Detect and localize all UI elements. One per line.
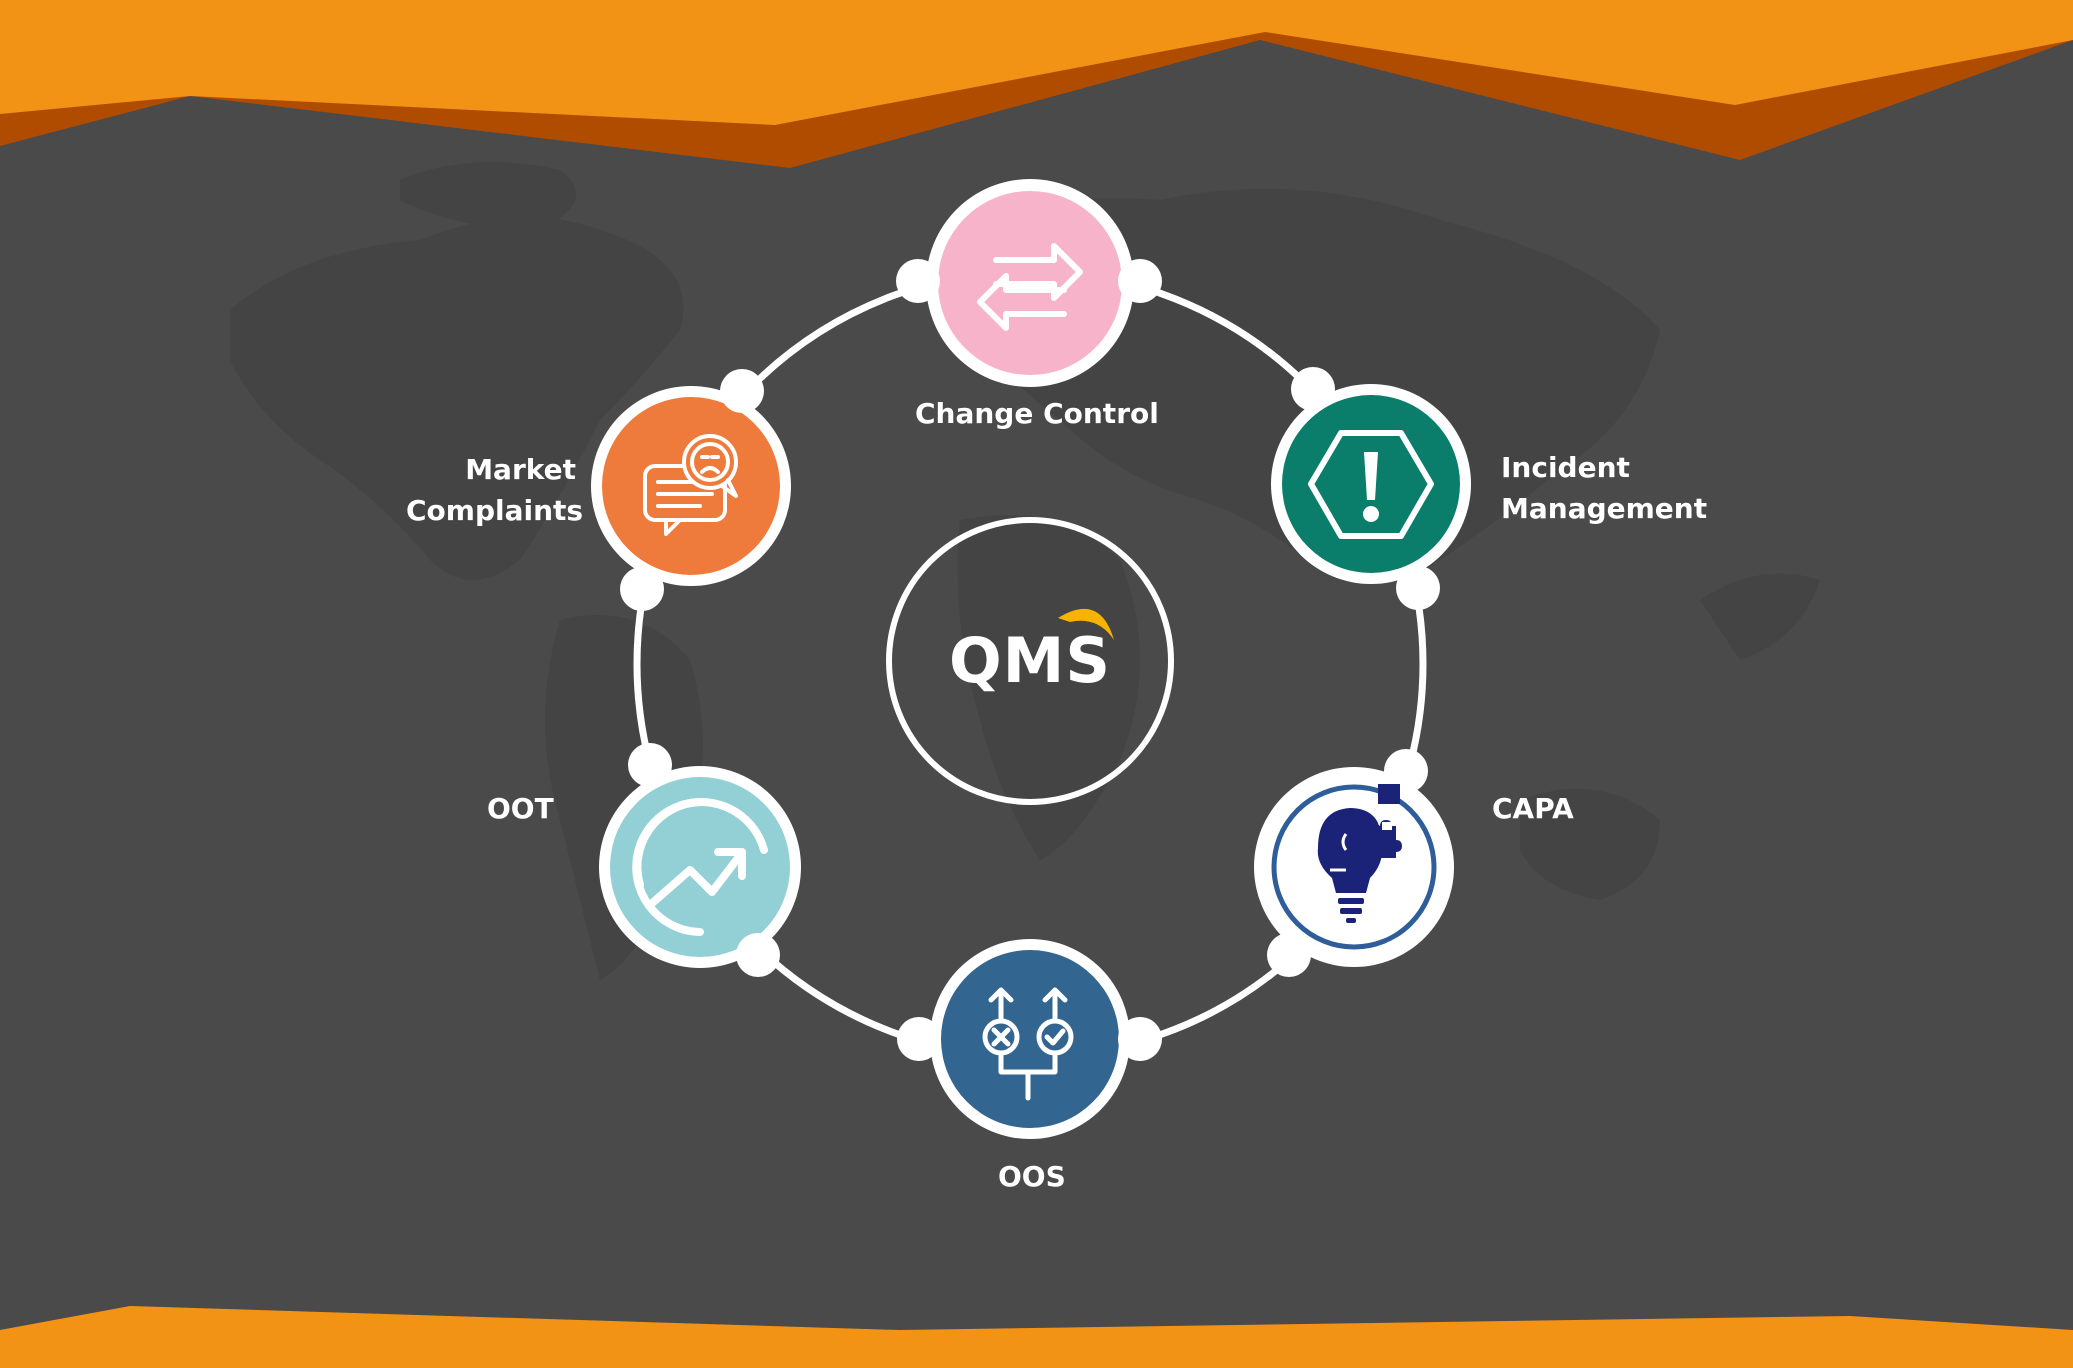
decision-branch-icon — [982, 987, 1074, 1101]
label-market-complaints: Market Complaints — [406, 449, 584, 531]
label-line: Change Control — [915, 397, 1159, 430]
warning-hexagon-icon — [1308, 430, 1434, 539]
swap-arrows-icon — [977, 243, 1083, 331]
bottom-banner-orange — [0, 1306, 2073, 1368]
lightbulb-puzzle-icon — [1317, 784, 1402, 923]
trend-up-icon — [632, 798, 768, 936]
label-line: Incident — [1501, 451, 1630, 484]
label-oos: OOS — [998, 1156, 1066, 1197]
label-incident-management: Incident Management — [1501, 447, 1707, 529]
connector-dots — [620, 259, 1440, 1061]
label-oot: OOT — [487, 788, 554, 829]
node-oos — [930, 939, 1130, 1139]
label-line: CAPA — [1492, 792, 1574, 825]
label-capa: CAPA — [1492, 788, 1574, 829]
label-line: OOT — [487, 792, 554, 825]
node-market-complaints — [591, 386, 791, 586]
qms-accent-crescent — [1058, 608, 1114, 640]
qms-center-label: QMS — [948, 624, 1112, 697]
label-line: Market — [465, 453, 576, 486]
label-line: OOS — [998, 1160, 1066, 1193]
label-line: Management — [1501, 492, 1708, 525]
top-banner-orange — [0, 0, 2073, 125]
label-line: Complaints — [406, 494, 584, 527]
complaint-chat-icon — [643, 434, 738, 536]
label-change-control: Change Control — [915, 393, 1159, 434]
center-ring — [886, 517, 1174, 805]
